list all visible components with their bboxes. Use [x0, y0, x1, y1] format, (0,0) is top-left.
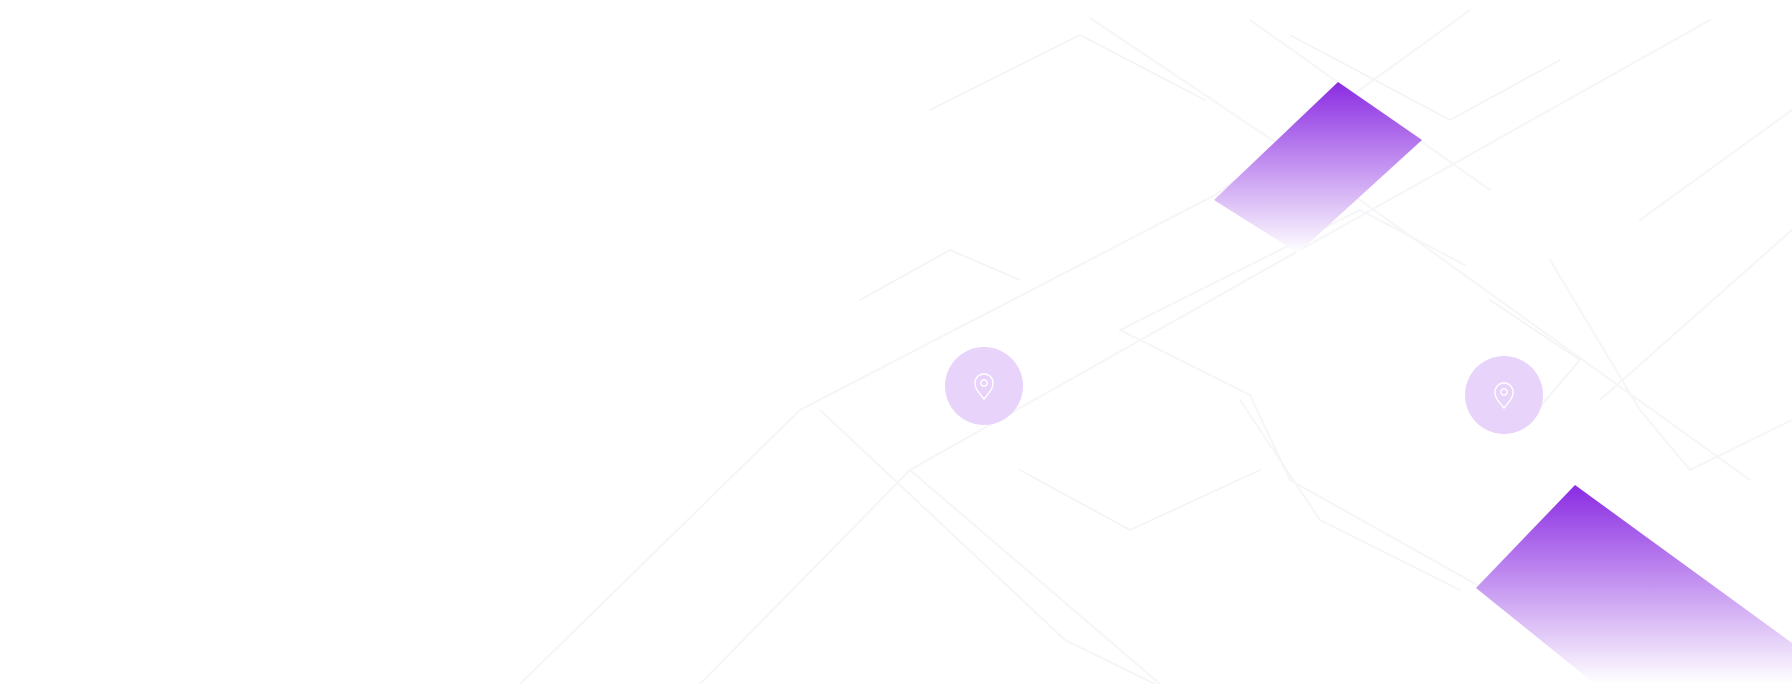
road [699, 19, 1711, 684]
road [1239, 399, 1461, 591]
road [1119, 209, 1466, 331]
map-pin-icon [974, 373, 994, 401]
road [1639, 109, 1792, 221]
highlighted-regions [1214, 82, 1792, 684]
highlighted-area [1476, 485, 1792, 684]
road [819, 409, 1156, 684]
location-marker[interactable] [1465, 356, 1543, 434]
road [1549, 259, 1792, 471]
road [859, 249, 1021, 301]
road [1089, 17, 1751, 481]
road [1119, 329, 1541, 621]
road [929, 34, 1206, 111]
map-pin-icon [1494, 382, 1514, 410]
road [1599, 229, 1792, 401]
road [1289, 34, 1561, 121]
highlighted-area [1214, 82, 1422, 253]
road [909, 469, 1161, 684]
location-marker[interactable] [945, 347, 1023, 425]
road [1019, 469, 1261, 531]
